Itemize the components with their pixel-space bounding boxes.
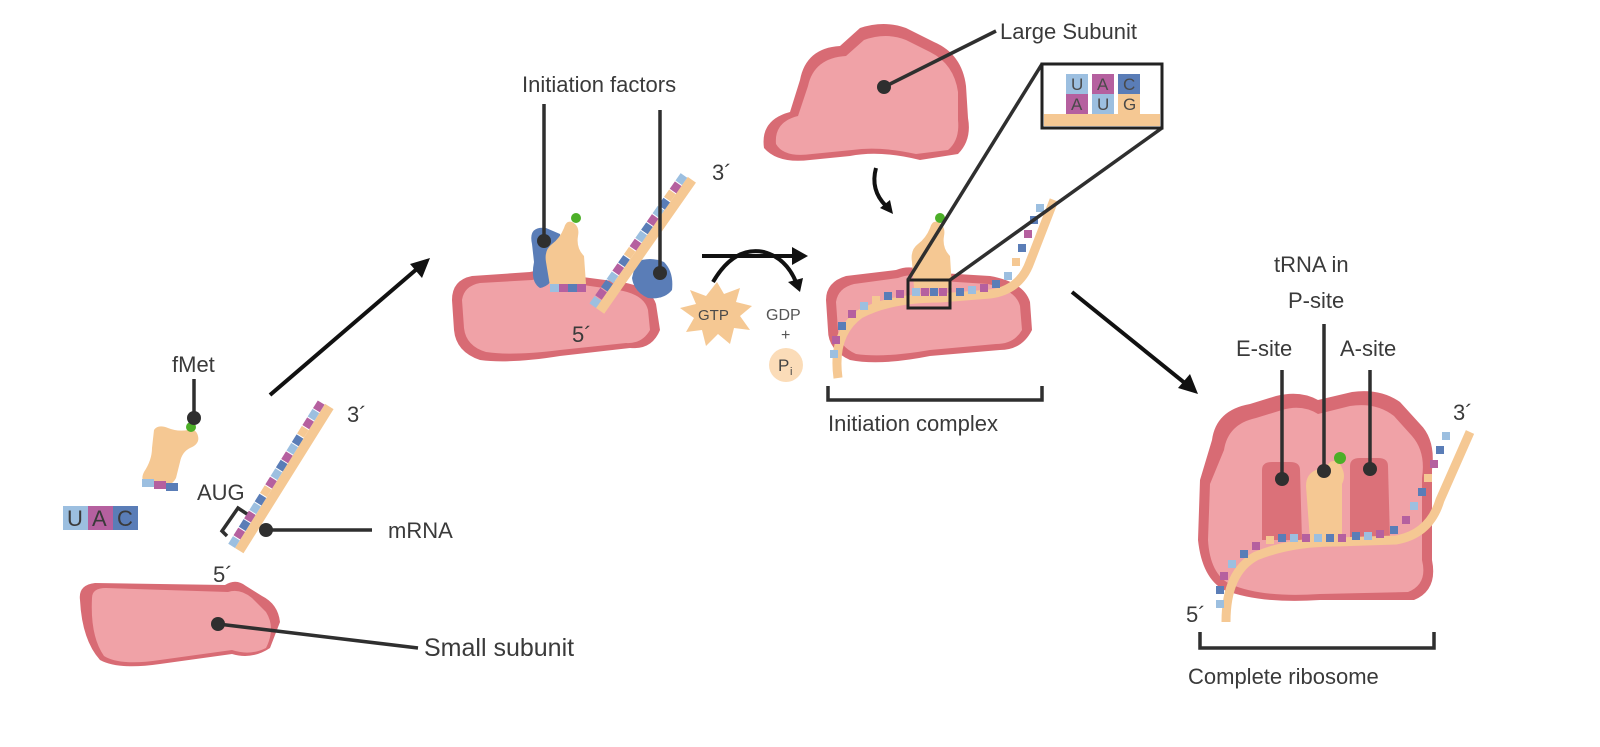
a-site-pocket xyxy=(1350,458,1390,540)
initiation-complex-label: Initiation complex xyxy=(828,411,998,436)
svg-text:A: A xyxy=(1097,75,1109,94)
stage-initiation-factors: Initiation factors 3´ 5´ xyxy=(452,72,732,362)
initiator-trna xyxy=(142,422,199,491)
e-site-pocket xyxy=(1262,462,1302,540)
gdp-label: GDP xyxy=(766,307,801,324)
plus-label: + xyxy=(781,327,790,344)
pi-circle xyxy=(769,348,803,382)
small-subunit-label: Small subunit xyxy=(424,634,574,662)
ribosome-five-prime-label: 5´ xyxy=(1186,602,1206,627)
fmet-label: fMet xyxy=(172,352,215,377)
gtp-hydrolysis: GTP GDP + P i xyxy=(680,247,808,382)
svg-text:U: U xyxy=(1071,75,1083,94)
svg-text:C: C xyxy=(117,506,133,531)
svg-text:U: U xyxy=(67,506,83,531)
trna-p-site-label-line1: tRNA in xyxy=(1274,252,1349,277)
mrna-label: mRNA xyxy=(388,518,453,543)
a-site-label: A-site xyxy=(1340,336,1396,361)
pi-label: P xyxy=(778,356,789,375)
mrna-strand xyxy=(228,400,334,554)
ribosome-three-prime-label: 3´ xyxy=(1453,400,1473,425)
svg-text:U: U xyxy=(1097,95,1109,114)
codon-zoom-box: U A C A U G xyxy=(1040,62,1164,130)
complete-ribosome-label: Complete ribosome xyxy=(1188,664,1379,689)
codon-highlight-box xyxy=(906,278,952,310)
arrow-to-stage-2 xyxy=(268,258,430,397)
stage2-five-prime-label: 5´ xyxy=(572,322,592,347)
stage-initiation-complex: Large Subunit xyxy=(763,19,1164,436)
stage-components: fMet U A C xyxy=(63,352,574,667)
stage-complete-ribosome: tRNA in P-site E-site A-site 3´ 5´ Compl… xyxy=(1186,252,1475,689)
gtp-label: GTP xyxy=(698,307,729,324)
mrna-codons xyxy=(228,400,325,548)
large-subunit-label: Large Subunit xyxy=(1000,19,1137,44)
svg-text:A: A xyxy=(92,506,107,531)
large-subunit-shape xyxy=(763,24,969,161)
svg-text:G: G xyxy=(1123,95,1136,114)
arrow-to-stage-4 xyxy=(1070,290,1198,394)
small-subunit-shape xyxy=(79,581,280,667)
e-site-label: E-site xyxy=(1236,336,1292,361)
anticodon-uac: U A C xyxy=(63,506,138,531)
stage2-three-prime-label: 3´ xyxy=(712,160,732,185)
ribosome-mrna-codons xyxy=(1216,432,1450,608)
pi-subscript: i xyxy=(790,366,792,378)
initiation-factors-label: Initiation factors xyxy=(522,72,676,97)
complex-mrna-codons xyxy=(830,204,1044,358)
gtp-burst xyxy=(680,282,752,346)
mrna-five-prime-label: 5´ xyxy=(213,562,233,587)
aug-label: AUG xyxy=(197,480,245,505)
mrna-three-prime-label: 3´ xyxy=(347,402,367,427)
svg-text:A: A xyxy=(1071,95,1083,114)
svg-text:C: C xyxy=(1123,75,1135,94)
trna-p-site-label-line2: P-site xyxy=(1288,288,1344,313)
